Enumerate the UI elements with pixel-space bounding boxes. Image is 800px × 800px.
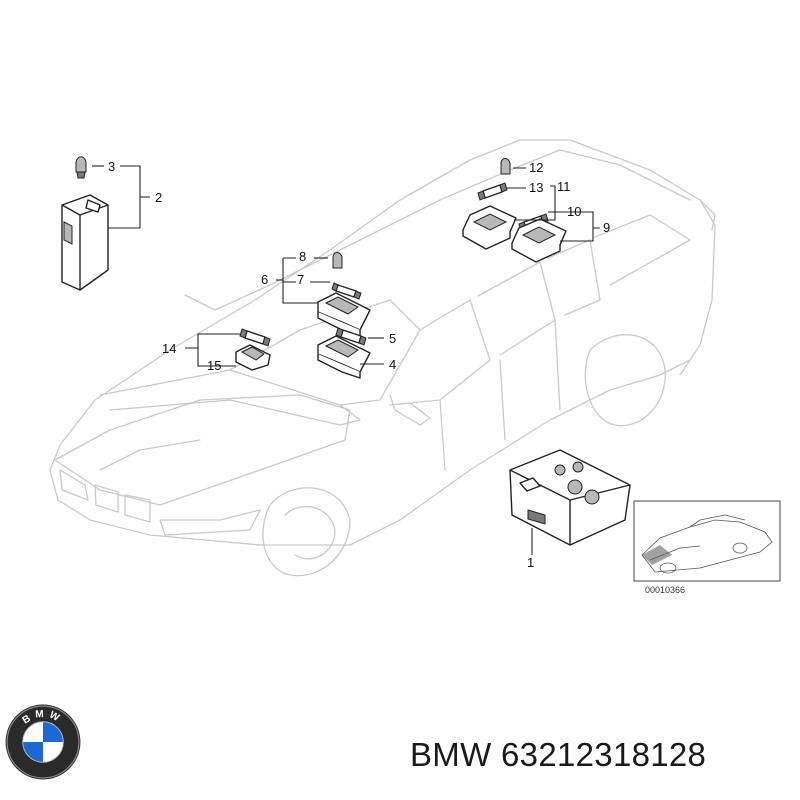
callout-15: 15 bbox=[207, 358, 221, 373]
part-number-label: BMW 63212318128 bbox=[410, 736, 706, 774]
callout-7: 7 bbox=[297, 272, 304, 287]
brand-name: BMW bbox=[410, 736, 492, 773]
callout-labels: 1 2 3 4 5 6 7 8 9 10 11 12 13 14 15 bbox=[108, 159, 610, 570]
callout-6: 6 bbox=[261, 272, 268, 287]
car-outline bbox=[49, 139, 716, 577]
part-14-festoon-bulb bbox=[239, 328, 271, 347]
callout-9: 9 bbox=[603, 220, 610, 235]
part-7-festoon-bulb bbox=[310, 281, 362, 300]
callout-8: 8 bbox=[299, 249, 306, 264]
part-5-festoon-bulb bbox=[335, 327, 384, 346]
callout-4: 4 bbox=[389, 357, 396, 372]
thumbnail-code: 00010366 bbox=[645, 585, 685, 595]
callout-1: 1 bbox=[527, 555, 534, 570]
callout-3: 3 bbox=[108, 159, 115, 174]
part-4-interior-light bbox=[317, 335, 384, 379]
leader-lines bbox=[120, 165, 600, 367]
part-6-interior-light bbox=[317, 292, 371, 337]
part-1-control-module bbox=[509, 449, 631, 555]
callout-14: 14 bbox=[162, 341, 176, 356]
part-11-interior-light bbox=[462, 205, 517, 250]
reference-thumbnail: 00010366 bbox=[633, 500, 781, 595]
bmw-logo: BMW bbox=[5, 704, 81, 780]
callout-2: 2 bbox=[155, 190, 162, 205]
part-13-festoon-bulb bbox=[477, 182, 508, 201]
part-8-bulb bbox=[314, 252, 343, 269]
callout-11: 11 bbox=[557, 179, 571, 194]
part-15-lamp-socket bbox=[235, 344, 271, 371]
callout-12: 12 bbox=[529, 160, 543, 175]
part-12-bulb bbox=[500, 158, 511, 175]
part-2-module-box bbox=[61, 194, 140, 291]
callout-5: 5 bbox=[389, 331, 396, 346]
part-3-bulb bbox=[75, 156, 104, 179]
part-number: 63212318128 bbox=[501, 736, 707, 773]
part-9-interior-light bbox=[511, 218, 567, 263]
callout-13: 13 bbox=[529, 180, 543, 195]
callout-10: 10 bbox=[567, 204, 581, 219]
